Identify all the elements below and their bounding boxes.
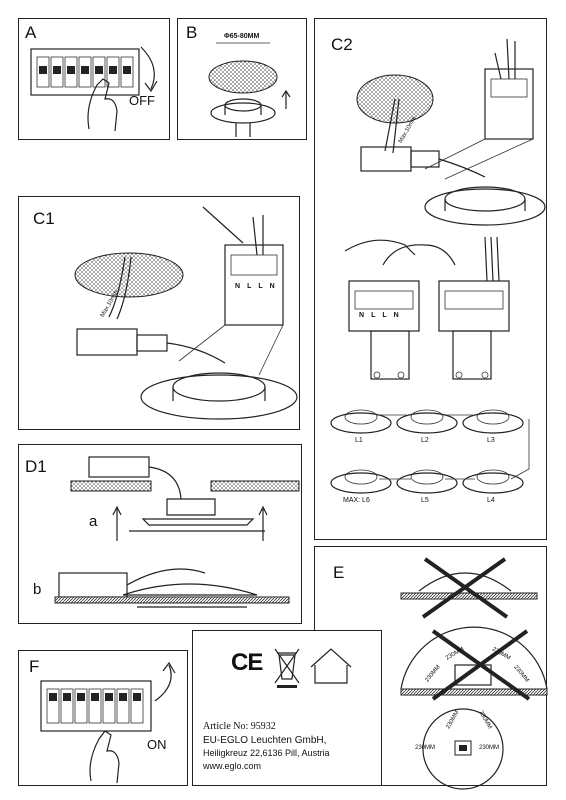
- c2-terminal-n2: N: [393, 312, 406, 319]
- hand-icon: [87, 78, 118, 132]
- panel-b: B Φ65-80MM: [177, 18, 307, 140]
- breaker-on-illustration: [40, 661, 176, 784]
- c1-terminal-labels: NLLN: [235, 283, 282, 290]
- panel-c2: C2: [314, 18, 547, 540]
- info-box: CE Article No: 95932 EU-EGLO Leuchten Gm…: [192, 630, 382, 786]
- article-number: Article No: 95932: [203, 721, 276, 732]
- cutout-diameter-text: Φ65-80MM: [224, 33, 260, 40]
- breaker-switches-on-icon: [46, 688, 144, 724]
- panel-d1: D1 a b: [18, 444, 302, 624]
- rotate-up-arrow-icon: [154, 664, 172, 702]
- c2-chain-label-2: L2: [421, 437, 429, 444]
- panel-b-label: B: [186, 23, 198, 42]
- c2-chain-label-1: L1: [355, 437, 363, 444]
- d1-sub-b: b: [33, 581, 42, 598]
- c1-terminal-l2: L: [258, 283, 270, 290]
- panel-c1-label: C1: [33, 209, 55, 228]
- weee-bin-icon: [274, 648, 300, 688]
- c2-terminal-n1: N: [359, 312, 372, 319]
- terminal-block-left-icon: [348, 280, 420, 380]
- compliance-marks: [274, 648, 352, 688]
- c1-terminal-n2: N: [269, 283, 282, 290]
- driver-wiring-illustration: [330, 38, 546, 494]
- c1-terminal-l1: L: [247, 283, 259, 290]
- clearance-label-7: 230MM: [415, 745, 436, 751]
- clearance-label-8: 230MM: [479, 745, 500, 751]
- c2-terminal-l2: L: [382, 312, 394, 319]
- chained-downlights-icon: [330, 409, 530, 494]
- on-text: ON: [147, 737, 167, 752]
- c2-chain-label-3: L3: [487, 437, 495, 444]
- panel-f: F ON: [18, 650, 188, 786]
- panel-c1: C1 NLLN Max.10mm: [18, 196, 300, 430]
- indoor-use-house-icon: [310, 648, 352, 684]
- installation-warnings-illustration: [400, 557, 548, 790]
- c2-chain-label-4: L4: [487, 497, 495, 504]
- c2-chain-label-6: MAX: L6: [343, 497, 370, 504]
- hand-on-icon: [89, 730, 120, 784]
- panel-a: A OFF: [18, 18, 170, 140]
- panel-a-label: A: [25, 23, 37, 42]
- rotate-arrow-icon: [140, 46, 155, 90]
- c1-terminal-n1: N: [235, 283, 248, 290]
- terminal-block-right-icon: [438, 280, 510, 380]
- panel-d1-label: D1: [25, 457, 47, 476]
- c2-terminal-l1: L: [371, 312, 383, 319]
- c2-chain-label-5: L5: [421, 497, 429, 504]
- c2-terminal-labels-left: NLLN: [359, 312, 406, 319]
- company-address: Heiligkreuz 22,6136 Pill, Austria: [203, 748, 330, 758]
- breaker-switches-icon: [36, 56, 134, 88]
- panel-f-label: F: [29, 657, 40, 676]
- panel-e-label: E: [333, 563, 345, 582]
- c1-driver-wiring-illustration: [74, 206, 298, 420]
- ceiling-mounting-illustration: [54, 456, 300, 608]
- off-text: OFF: [129, 93, 155, 108]
- panel-c2-label: C2: [331, 35, 353, 54]
- d1-sub-a: a: [89, 513, 98, 530]
- ce-mark: CE: [231, 649, 263, 676]
- ceiling-cutout-illustration: [208, 42, 291, 137]
- breaker-off-illustration: [30, 46, 158, 132]
- company-name: EU-EGLO Leuchten GmbH,: [203, 735, 327, 746]
- company-website: www.eglo.com: [203, 761, 262, 771]
